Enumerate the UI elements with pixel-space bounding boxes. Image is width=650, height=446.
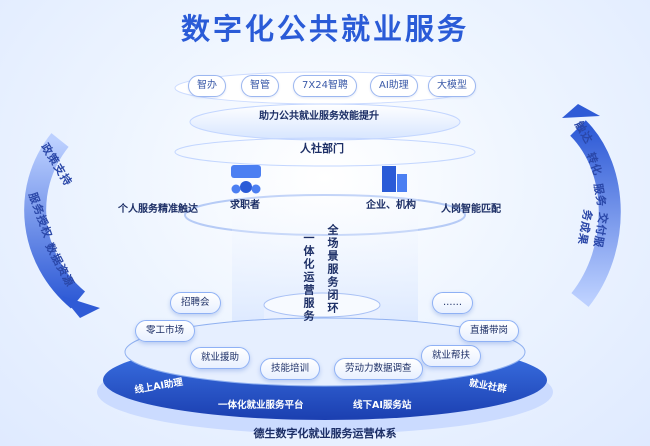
job-matching-caption: 人岗智能匹配 (441, 204, 501, 215)
system-title: 德生数字化就业服务运营体系 (253, 427, 397, 440)
job-seeker-icon-bubble (231, 165, 261, 178)
service-livestream-jobs: 直播带岗 (459, 320, 520, 342)
department-layer-label: 人社部门 (300, 142, 344, 155)
enterprise-label: 企业、机构 (366, 200, 416, 211)
service-job-fair: 招聘会 (170, 292, 221, 314)
efficiency-disc (189, 103, 461, 141)
department-disc (174, 137, 476, 167)
full-scenario-loop-text: 全场景服务闭环 (326, 224, 339, 315)
service-labor-survey: 劳动力数据调查 (334, 358, 423, 380)
right-arc-arrowhead (562, 104, 600, 118)
enterprise-icon (382, 166, 396, 192)
right-arc-arrow (569, 120, 621, 307)
personal-service-caption: 个人服务精准触达 (118, 204, 198, 215)
job-seeker-label: 求职者 (230, 200, 260, 211)
job-seeker-icon-right (251, 184, 261, 194)
right-arc-label-deliver: 交付服务成果 (575, 208, 611, 250)
integrated-operation-text: 一体化运营服务 (302, 232, 315, 323)
service-skill-training: 技能培训 (260, 358, 321, 380)
inner-cylinder-top (263, 292, 381, 318)
base-top (124, 317, 526, 387)
feature-smart-manage: 智管 (241, 75, 279, 97)
base-integrated-platform: 一体化就业服务平台 (218, 400, 304, 411)
left-arc-arrow (24, 133, 86, 309)
service-more: …… (432, 292, 473, 314)
service-employment-aid: 就业援助 (190, 347, 251, 369)
job-seeker-icon (240, 181, 252, 193)
efficiency-layer-label: 助力公共就业服务效能提升 (259, 111, 379, 122)
page-title: 数字化公共就业服务 (180, 12, 469, 46)
service-gig-market: 零工市场 (135, 320, 196, 342)
feature-smart-office: 智办 (188, 75, 226, 97)
service-employment-support: 就业帮扶 (421, 345, 482, 367)
feature-large-model: 大模型 (428, 75, 476, 97)
base-offline-ai-station: 线下AI服务站 (353, 400, 412, 411)
feature-7x24-recruit: 7X24智聘 (293, 75, 357, 97)
feature-ai-assistant: AI助理 (370, 75, 418, 97)
job-seeker-icon-left (231, 184, 241, 194)
enterprise-icon-annex (397, 174, 407, 192)
left-arc-arrowhead (62, 296, 100, 318)
